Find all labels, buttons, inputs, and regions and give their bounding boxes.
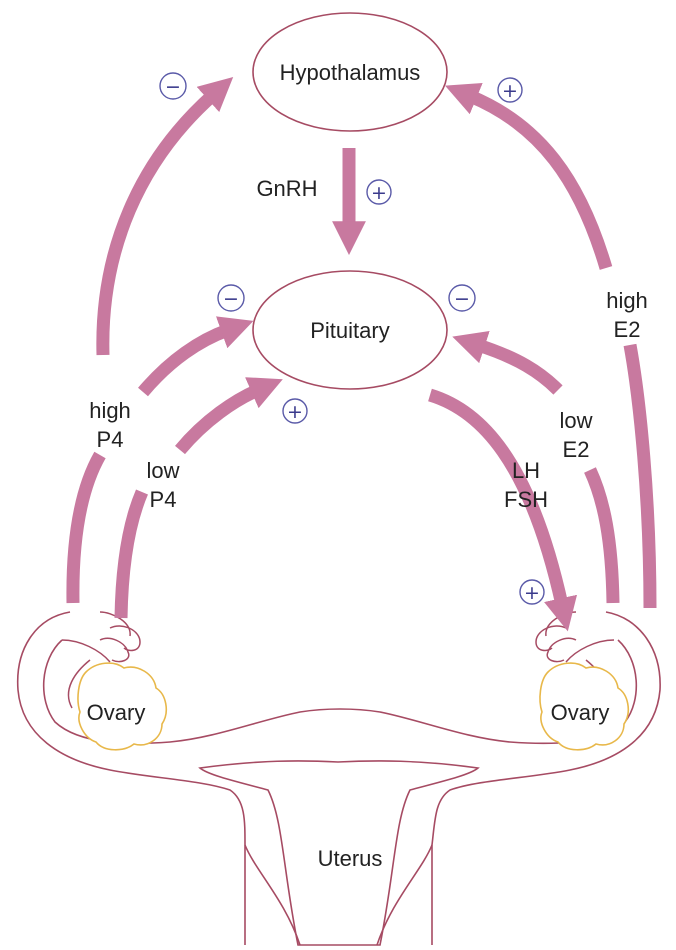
shaft-low-e2-lower <box>590 470 613 603</box>
arrow-high-p4-to-pituitary <box>143 330 228 392</box>
minus-sign: − <box>223 288 239 310</box>
sign-gnrh: + <box>367 180 391 204</box>
shaft-low-p4-lower <box>121 492 142 618</box>
low-p4-label-line2: P4 <box>150 487 177 512</box>
shaft-high-e2-lower <box>630 345 650 608</box>
uterus-right-wall <box>377 845 432 945</box>
high-p4-label-line1: high <box>89 398 131 423</box>
shaft-high-p4-lower <box>73 455 100 603</box>
minus-sign: − <box>165 76 181 98</box>
uterus-outer-outline <box>18 612 245 945</box>
high-e2-label-line1: high <box>606 288 648 313</box>
uterus-outer-outline-right <box>432 612 660 945</box>
minus-sign: − <box>454 288 470 310</box>
uterus-anatomy <box>18 612 660 945</box>
arrow-low-e2-to-pituitary <box>478 345 558 390</box>
uterus-left-wall <box>245 845 300 945</box>
ovary-right-label: Ovary <box>551 700 610 725</box>
gnrh-label: GnRH <box>256 176 317 201</box>
plus-sign: + <box>287 401 303 423</box>
uterus-label: Uterus <box>318 846 383 871</box>
sign-lh-fsh-ovary: + <box>520 580 544 604</box>
plus-sign: + <box>502 80 518 102</box>
hypothalamus-label: Hypothalamus <box>280 60 421 85</box>
high-p4-label-line2: P4 <box>97 427 124 452</box>
sign-low-p4-pituitary: + <box>283 399 307 423</box>
fsh-label: FSH <box>504 487 548 512</box>
sign-high-p4-hypothalamus: − <box>160 73 186 99</box>
lh-label: LH <box>512 458 540 483</box>
low-e2-label-line1: low <box>559 408 592 433</box>
arrow-high-e2-to-hypothalamus <box>470 96 606 268</box>
sign-low-e2-pituitary: − <box>449 285 475 311</box>
plus-sign: + <box>371 182 387 204</box>
arrow-low-p4-to-pituitary <box>180 390 258 450</box>
sign-high-p4-pituitary: − <box>218 285 244 311</box>
sign-high-e2-hypothalamus: + <box>498 78 522 102</box>
low-p4-label-line1: low <box>146 458 179 483</box>
high-e2-label-line2: E2 <box>614 317 641 342</box>
low-e2-label-line2: E2 <box>563 437 590 462</box>
arrow-high-p4-to-hypothalamus <box>103 95 213 355</box>
pituitary-label: Pituitary <box>310 318 389 343</box>
plus-sign: + <box>524 582 540 604</box>
ovary-left-label: Ovary <box>87 700 146 725</box>
